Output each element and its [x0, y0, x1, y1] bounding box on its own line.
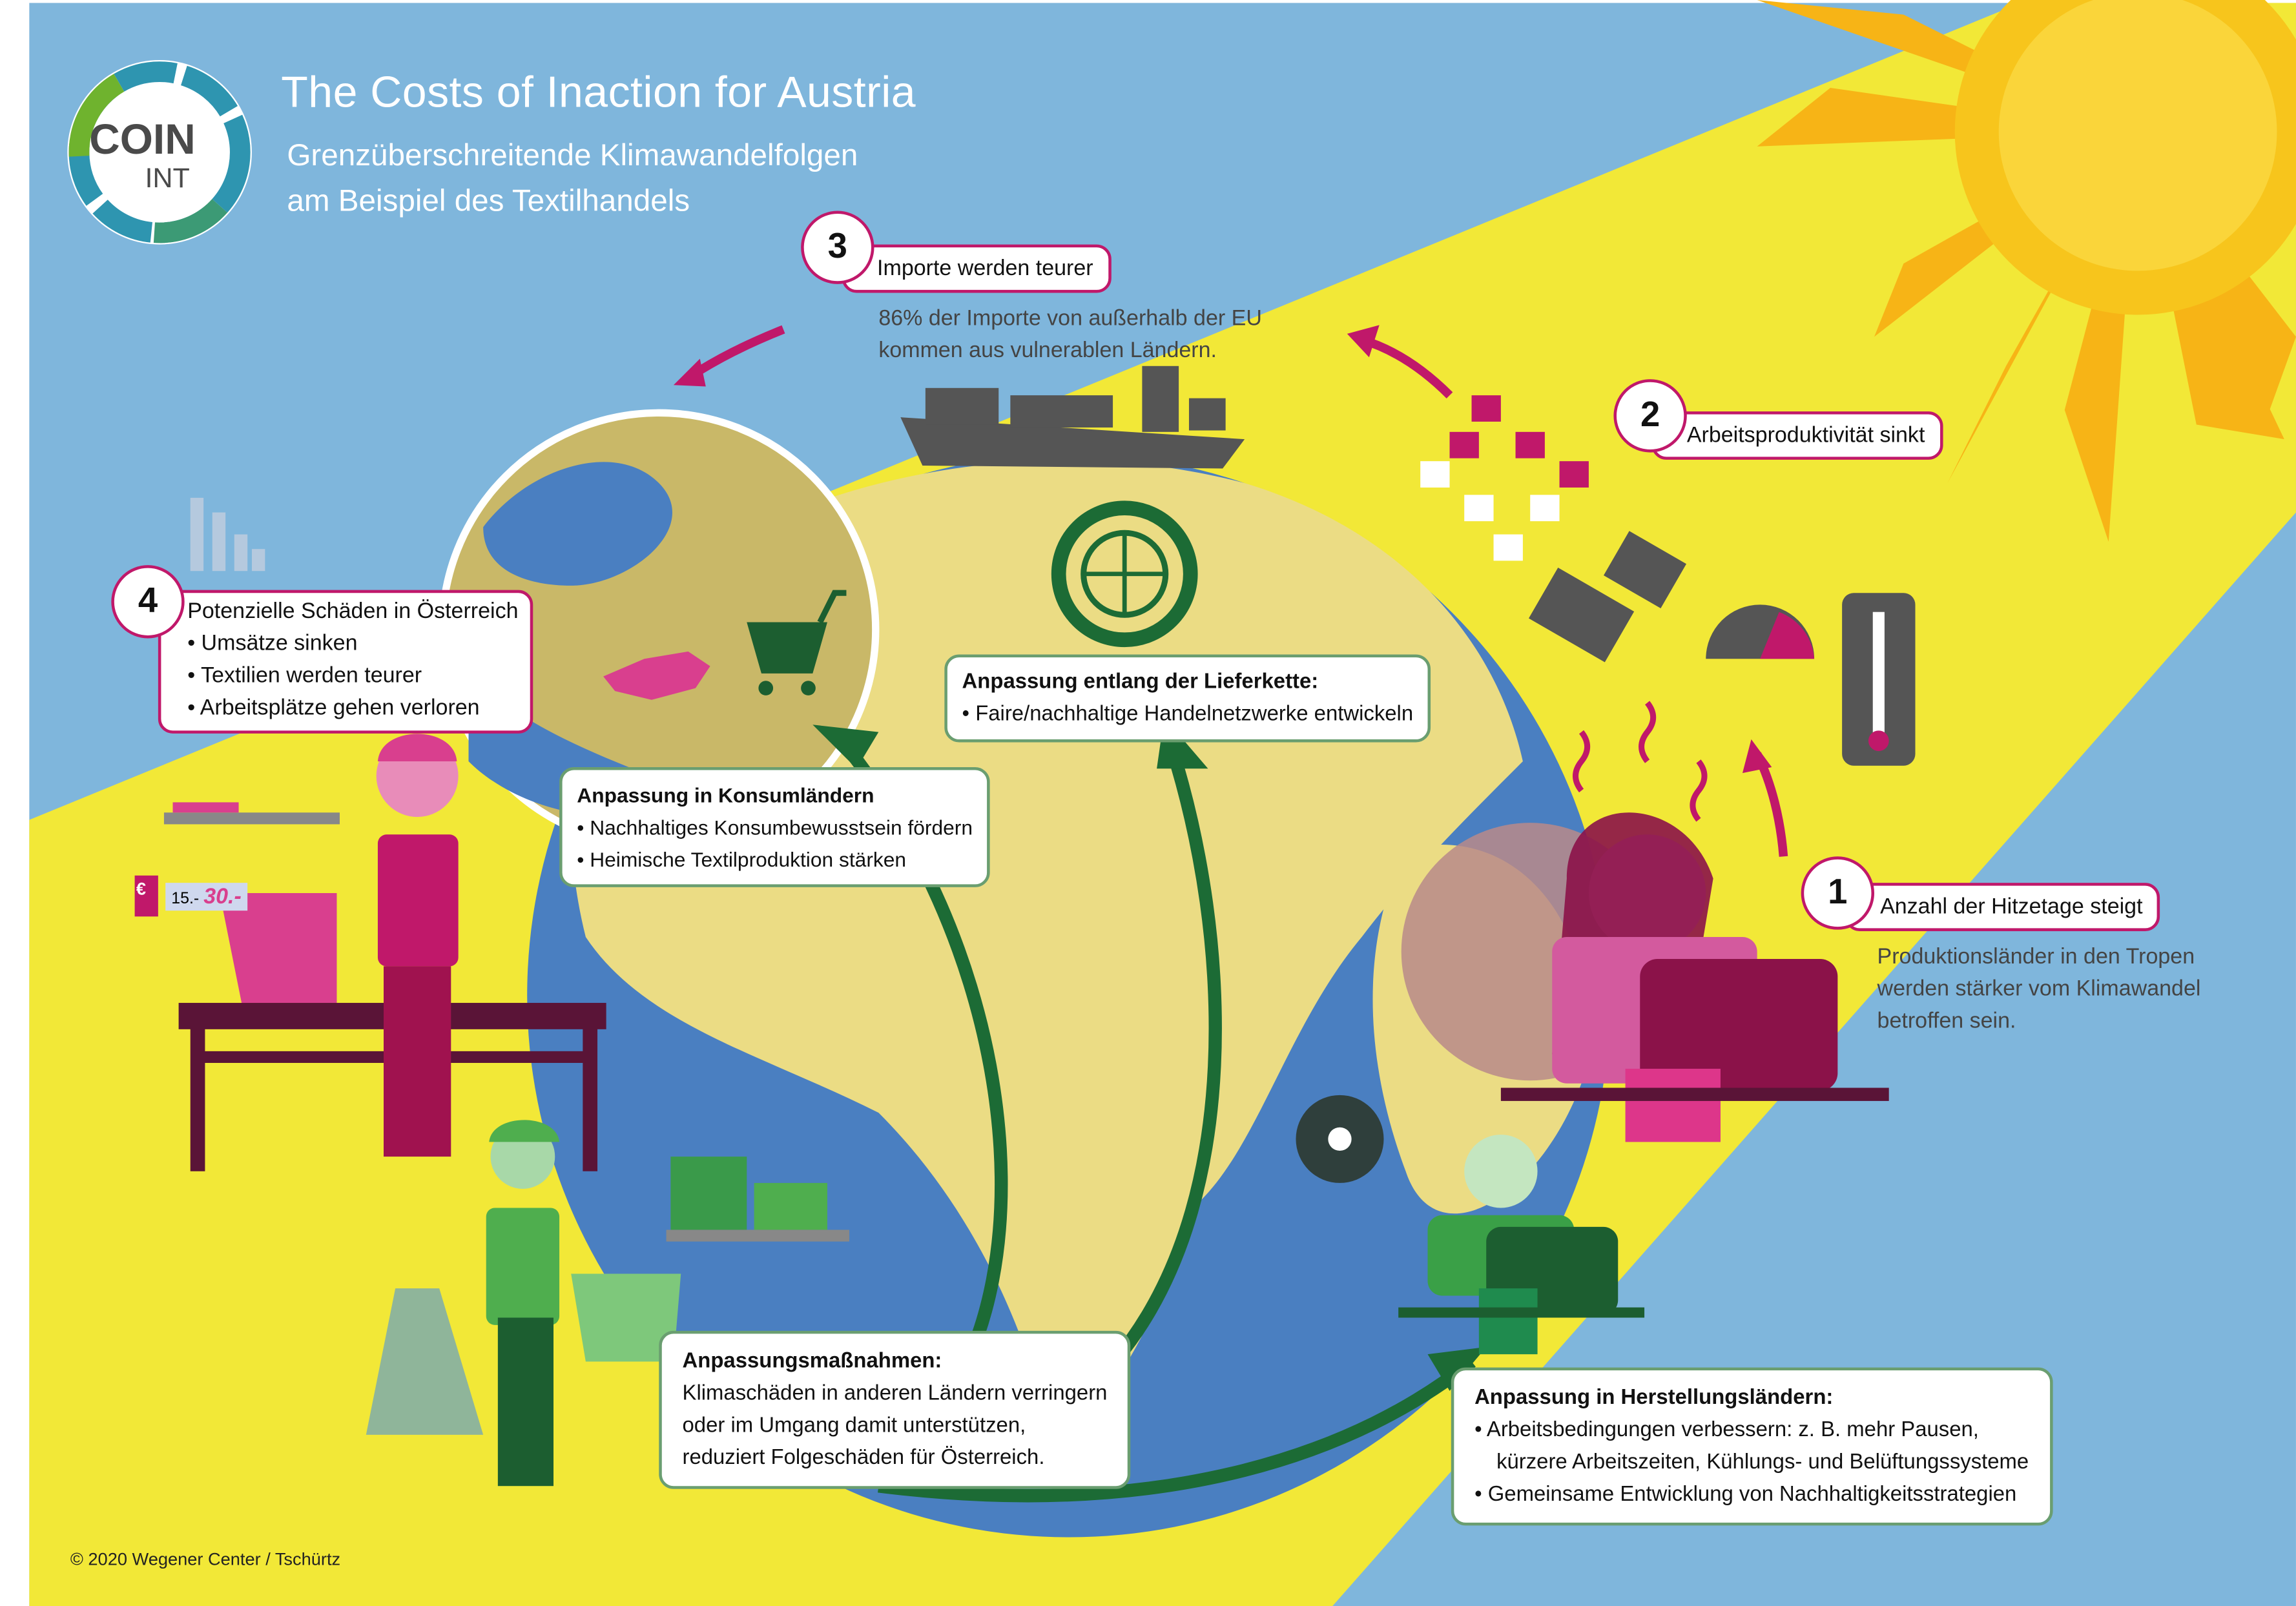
- worker-pink: [1500, 812, 1889, 1142]
- bullet: • Textilien werden teurer: [187, 663, 422, 688]
- text-line: oder im Umgang damit unterstützen,: [682, 1414, 1026, 1438]
- box-title: Anpassung in Konsumländern: [577, 783, 874, 807]
- price-tag: 15.- 30.-: [165, 883, 247, 911]
- bullet: • Gemeinsame Entwicklung von Nachhaltigk…: [1474, 1483, 2017, 1507]
- euro-icon: €: [136, 878, 147, 900]
- shopkeeper-pink: [376, 734, 459, 1157]
- step-3-text: 86% der Importe von außerhalb der EU kom…: [878, 303, 1262, 367]
- step-4-box: Potenzielle Schäden in Österreich • Umsä…: [158, 590, 533, 734]
- austria-highlight: [603, 651, 710, 700]
- dress-icon: [366, 1288, 484, 1435]
- box-title: Anpassung entlang der Lieferkette:: [962, 670, 1319, 694]
- bullet: • Faire/nachhaltige Handelnetzwerke entw…: [962, 703, 1414, 726]
- shopkeeper-green: [486, 1120, 560, 1487]
- step-1-number: 1: [1801, 856, 1875, 930]
- humidity-gauge-icon: [1706, 604, 1815, 659]
- text-line: kommen aus vulnerablen Ländern.: [878, 338, 1217, 364]
- bullet: • Nachhaltiges Konsumbewusstsein fördern: [577, 815, 973, 839]
- step-4-label: Potenzielle Schäden in Österreich: [187, 599, 519, 624]
- bullet: • Arbeitsbedingungen verbessern: z. B. m…: [1474, 1418, 1979, 1443]
- text-line: reduziert Folgeschäden für Österreich.: [682, 1446, 1045, 1470]
- step-1-text: Produktionsländer in den Tropen werden s…: [1877, 942, 2201, 1038]
- step-3-number: 3: [801, 211, 874, 284]
- thermometer-icon: [1842, 593, 1916, 766]
- supply-chain-box: Anpassung entlang der Lieferkette: • Fai…: [944, 654, 1431, 743]
- step-2-label: Arbeitsproduktivität sinkt: [1651, 411, 1943, 460]
- logo-sub: INT: [145, 163, 190, 195]
- sewing-machine-and-factory-icon: [1529, 531, 1687, 663]
- shop-counter: [178, 1003, 606, 1171]
- text-line: 86% der Importe von außerhalb der EU: [878, 305, 1262, 331]
- step-1-label: Anzahl der Hitzetage steigt: [1845, 883, 2160, 931]
- globe-cycle-icon: [1051, 500, 1198, 648]
- worker-green: [1398, 1135, 1645, 1355]
- bullet: • Arbeitsplätze gehen verloren: [187, 695, 480, 721]
- step-4-number: 4: [111, 565, 185, 639]
- cargo-ship-icon: [900, 365, 1245, 469]
- sun-icon: [1757, 0, 2296, 542]
- old-price: 15.-: [171, 890, 200, 908]
- subtitle-line1: Grenzüberschreitende Klimawandelfolgen: [287, 139, 858, 173]
- text-line: Produktionsländer in den Tropen: [1877, 944, 2195, 969]
- bullet: kürzere Arbeitszeiten, Kühlungs- und Bel…: [1496, 1450, 2029, 1475]
- tshirts-icon: [1420, 395, 1589, 561]
- price-arrow-icon: [134, 875, 158, 917]
- fan-icon: [1296, 1095, 1384, 1183]
- fabric-stack-icon: [666, 1157, 849, 1242]
- box-title: Anpassung in Herstellungsländern:: [1474, 1386, 1834, 1410]
- shopping-cart-icon: [747, 590, 847, 695]
- logo-main: COIN: [89, 117, 196, 164]
- bullet: • Umsätze sinken: [187, 631, 358, 656]
- coin-int-logo: COIN INT: [63, 56, 256, 249]
- subtitle-line2: am Beispiel des Textilhandels: [287, 184, 690, 218]
- bar-chart-decline-icon: [190, 497, 265, 571]
- page-title: The Costs of Inaction for Austria: [281, 68, 916, 118]
- pink-shirt: [220, 892, 337, 1004]
- green-shirt: [571, 1273, 681, 1362]
- step-2-number: 2: [1613, 379, 1687, 453]
- measures-box: Anpassungsmaßnahmen: Klimaschäden in and…: [659, 1330, 1131, 1489]
- heat-waves-icon: [1572, 701, 1708, 822]
- consumer-box: Anpassung in Konsumländern • Nachhaltige…: [559, 767, 991, 887]
- shelf: [163, 812, 340, 825]
- box-title: Anpassungsmaßnahmen:: [682, 1350, 942, 1374]
- copyright: © 2020 Wegener Center / Tschürtz: [70, 1549, 341, 1570]
- text-line: Klimaschäden in anderen Ländern verringe…: [682, 1382, 1108, 1406]
- text-line: werden stärker vom Klimawandel: [1877, 976, 2201, 1002]
- text-line: betroffen sein.: [1877, 1009, 2016, 1034]
- bullet: • Heimische Textilproduktion stärken: [577, 847, 907, 871]
- logo-ring-icon: [67, 59, 252, 245]
- new-price: 30.-: [203, 884, 242, 909]
- producer-box: Anpassung in Herstellungsländern: • Arbe…: [1451, 1367, 2053, 1526]
- step-3-label: Importe werden teurer: [842, 244, 1111, 293]
